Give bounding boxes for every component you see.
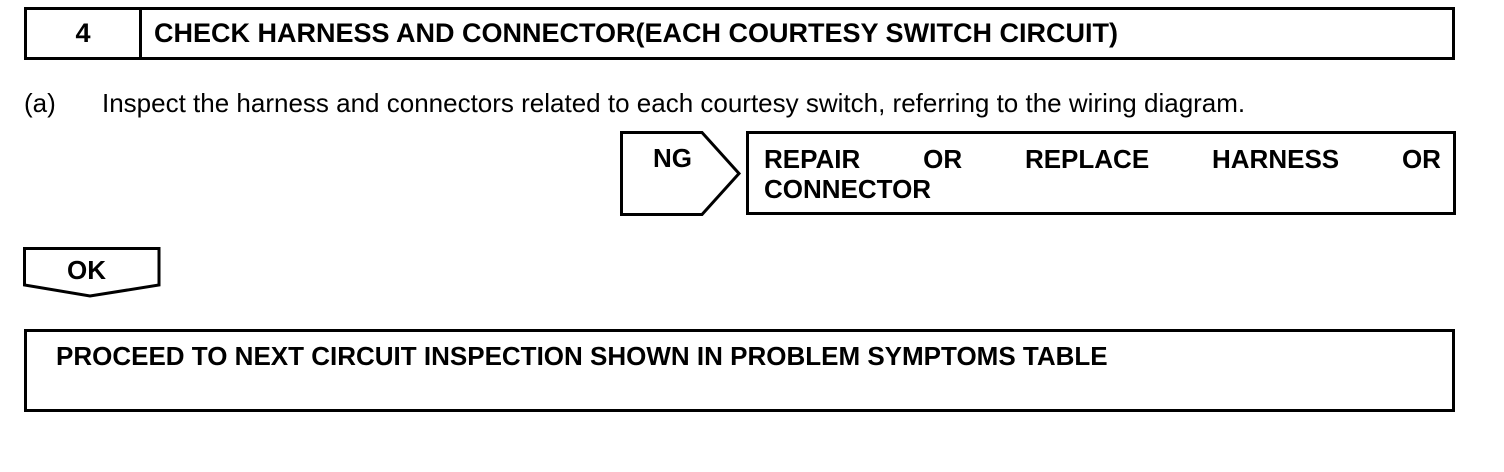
ng-arrow-shape — [620, 131, 742, 216]
instruction-text: Inspect the harness and connectors relat… — [102, 88, 1246, 118]
ok-arrow — [23, 247, 161, 298]
ng-result-word: REPAIR — [764, 144, 861, 174]
instruction: (a) Inspect the harness and connectors re… — [24, 88, 1464, 119]
ng-result-word: OR — [923, 144, 963, 174]
step-header: 4 CHECK HARNESS AND CONNECTOR(EACH COURT… — [24, 7, 1455, 60]
ng-arrow — [620, 131, 742, 216]
ng-label: NG — [653, 143, 692, 173]
ok-result-box: PROCEED TO NEXT CIRCUIT INSPECTION SHOWN… — [24, 329, 1455, 412]
ng-result-line1: REPAIR OR REPLACE HARNESS OR — [764, 144, 1441, 174]
step-number: 4 — [27, 10, 142, 57]
ok-label: OK — [67, 255, 106, 285]
ng-result-line2: CONNECTOR — [764, 174, 932, 204]
ng-result-box: REPAIR OR REPLACE HARNESS OR CONNECTOR — [746, 131, 1456, 215]
ng-result-word: HARNESS — [1212, 144, 1340, 174]
ok-result-text: PROCEED TO NEXT CIRCUIT INSPECTION SHOWN… — [56, 341, 1108, 371]
instruction-label: (a) — [24, 88, 56, 118]
ng-result-word: OR — [1401, 144, 1441, 174]
ok-arrow-shape — [23, 247, 161, 298]
ng-result-word: REPLACE — [1024, 144, 1150, 174]
step-title: CHECK HARNESS AND CONNECTOR(EACH COURTES… — [154, 18, 1119, 48]
